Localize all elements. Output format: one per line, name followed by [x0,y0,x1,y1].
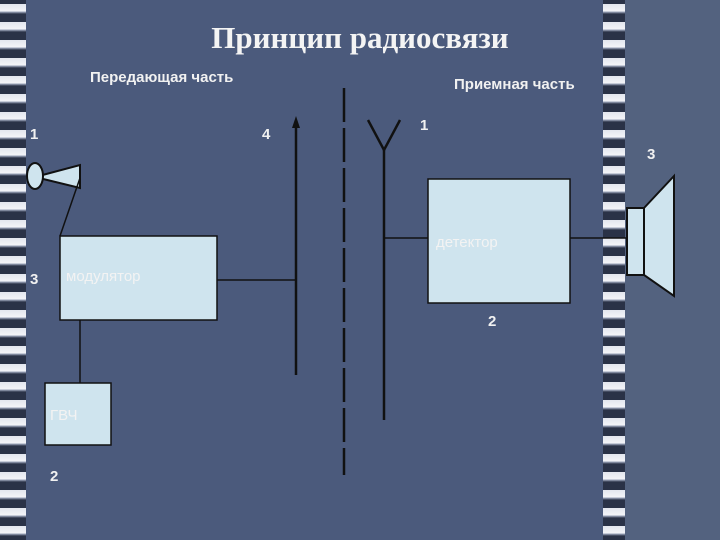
generator-label: ГВЧ [50,407,78,424]
receiving-antenna-icon [366,119,402,420]
detector-number: 2 [488,313,497,330]
speaker-number: 3 [647,146,656,163]
detector-label: детектор [436,234,498,251]
transmitting-antenna-arrow-icon [292,116,300,128]
microphone-icon [26,162,81,190]
microphone-wire [59,177,81,237]
loudspeaker-icon [626,173,675,298]
receiver-heading: Приемная часть [454,76,575,93]
modulator-number: 3 [30,271,39,288]
microphone-number: 1 [30,126,39,143]
transmitter-heading: Передающая часть [90,69,234,86]
left-binding-rings [0,0,26,540]
detector-box [427,178,571,304]
right-binding-rings [603,0,625,540]
modulator-box [59,235,218,321]
generator-box [44,382,112,446]
receiving-antenna-number: 1 [420,117,429,134]
modulator-label: модулятор [66,268,141,285]
slide-title: Принцип радиосвязи [211,20,509,55]
generator-number: 2 [50,468,59,485]
transmitting-antenna-number: 4 [262,126,271,143]
